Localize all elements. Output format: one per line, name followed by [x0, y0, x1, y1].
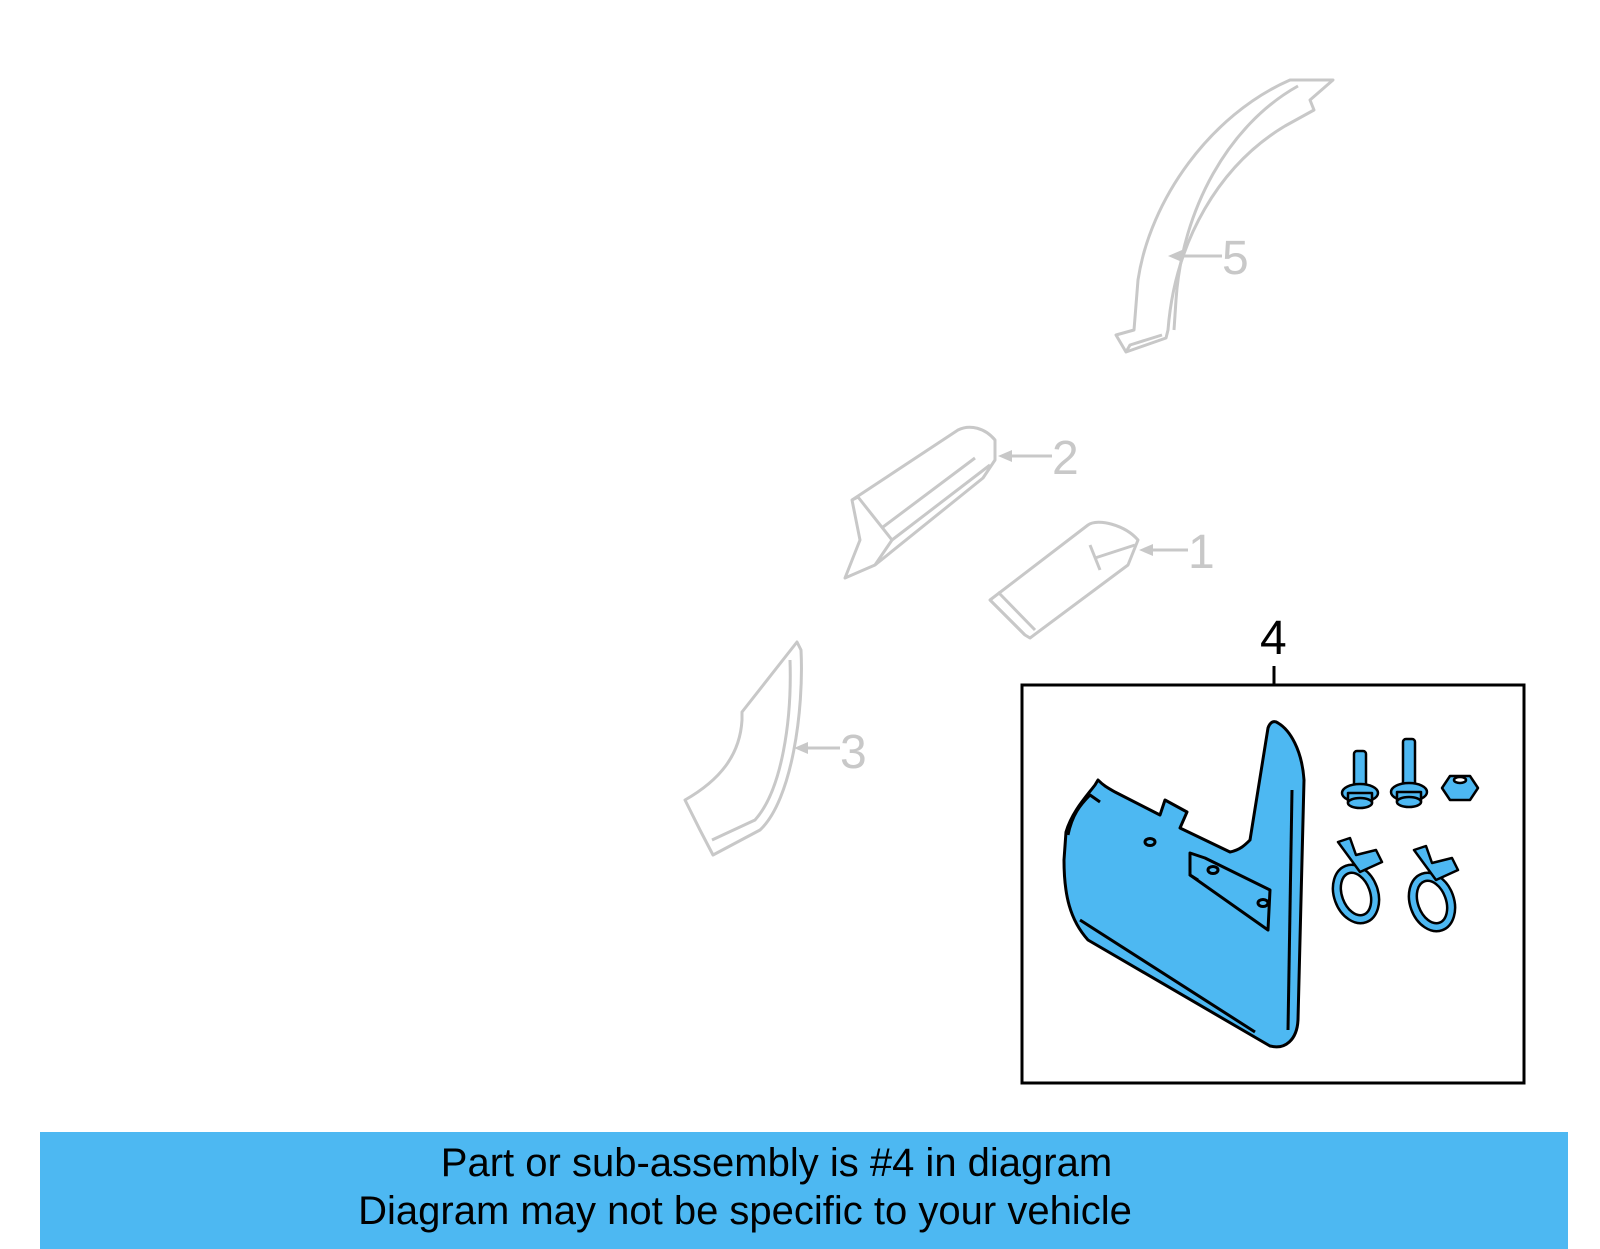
callout-2: 2	[998, 432, 1079, 485]
callout-5: 5	[1168, 232, 1249, 285]
callout-4: 4	[1260, 612, 1287, 685]
part-4-mud-flap	[1062, 720, 1306, 1049]
callout-2-label: 2	[1052, 432, 1079, 485]
part-4-fasteners	[1331, 737, 1480, 933]
callout-3-label: 3	[840, 726, 867, 779]
part-5-arch-liner	[1114, 78, 1335, 354]
callout-3: 3	[794, 726, 867, 779]
nut	[1440, 774, 1480, 802]
part-3-shield	[683, 640, 803, 857]
callout-1-label: 1	[1188, 526, 1215, 579]
part-2-guard	[843, 425, 997, 580]
callout-4-label: 4	[1260, 612, 1287, 665]
bolt-2	[1389, 737, 1429, 809]
parts-diagram: 5 2 1 3 4	[683, 78, 1526, 1085]
part-4-kit-box	[1020, 683, 1526, 1085]
bolt-1	[1340, 749, 1380, 810]
banner-line-2: Diagram may not be specific to your vehi…	[358, 1189, 1132, 1233]
part-1-guard	[988, 520, 1140, 640]
info-banner: Part or sub-assembly is #4 in diagram Di…	[40, 1132, 1568, 1249]
callout-1: 1	[1139, 526, 1215, 579]
clip-2	[1407, 844, 1460, 933]
callout-5-label: 5	[1222, 232, 1249, 285]
banner-line-1: Part or sub-assembly is #4 in diagram	[440, 1141, 1113, 1185]
clip-1	[1331, 836, 1384, 925]
